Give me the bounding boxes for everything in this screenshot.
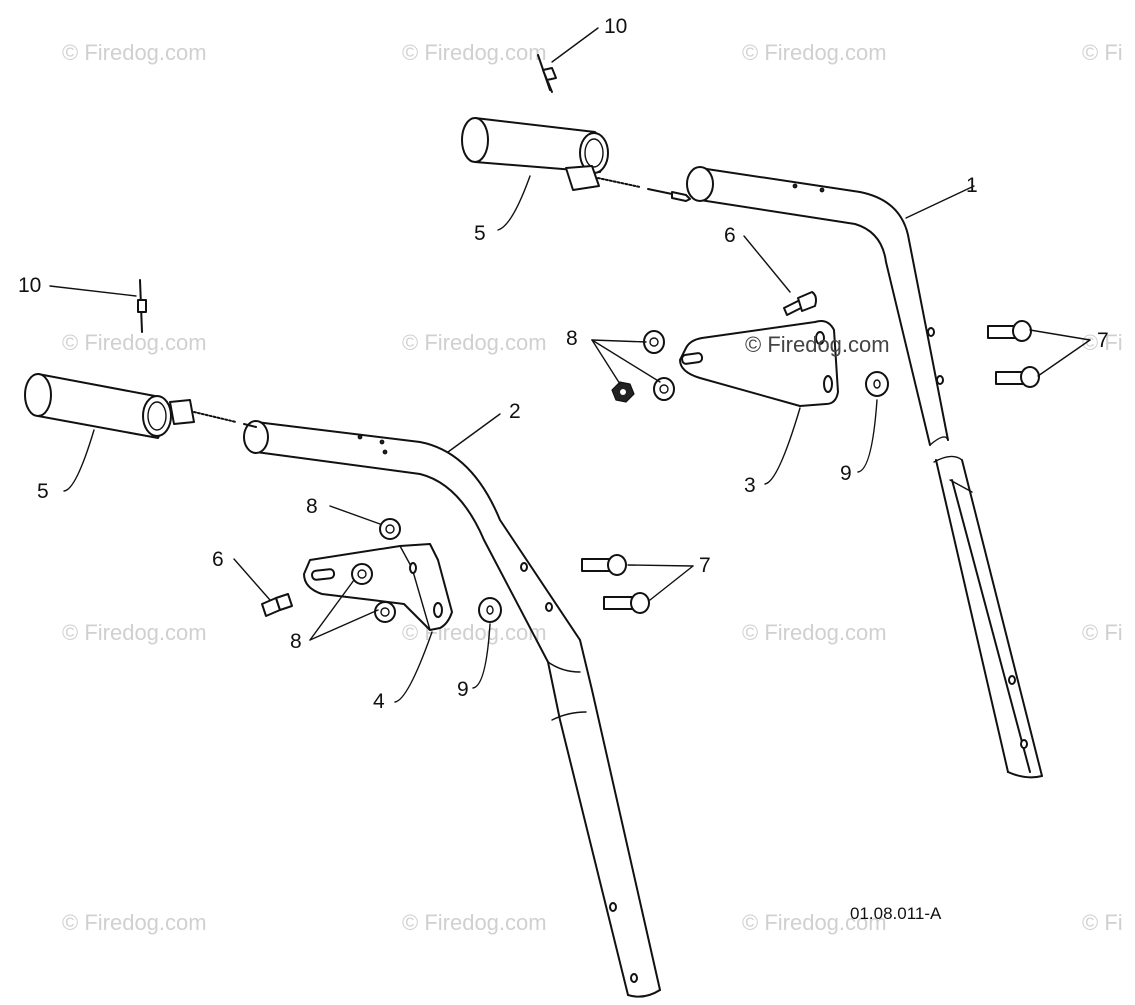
callout-1: 1: [966, 174, 978, 197]
callout-4: 4: [373, 690, 385, 713]
callout-7: 7: [1097, 329, 1109, 352]
callout-8: 8: [290, 630, 302, 653]
lower-washer: [478, 597, 502, 623]
watermark: © Fi: [1082, 910, 1123, 935]
watermark: © Fi: [1082, 40, 1123, 65]
callout-7: 7: [699, 554, 711, 577]
lower-handle-tube: [243, 420, 661, 998]
watermark: © Fi: [1082, 620, 1123, 645]
watermark: © Firedog.com: [402, 330, 547, 355]
leader-lines: [49, 27, 1091, 703]
watermark: © Firedog.com: [62, 910, 207, 935]
lower-bolts: [581, 554, 650, 614]
callout-9: 9: [457, 678, 469, 701]
watermark: © Firedog.com: [402, 40, 547, 65]
upper-pin: [537, 54, 557, 93]
drawing-number: 01.08.011-A: [850, 904, 942, 923]
callout-8: 8: [566, 327, 578, 350]
callout-3: 3: [744, 474, 756, 497]
watermark-center: © Firedog.com: [745, 332, 890, 357]
callout-9: 9: [840, 462, 852, 485]
lower-bracket: [303, 543, 453, 631]
watermark: © Fi: [1082, 330, 1123, 355]
upper-handle-tube: [686, 166, 1043, 779]
upper-grip: [461, 117, 691, 202]
upper-nuts: [611, 330, 675, 403]
watermark: © Firedog.com: [62, 620, 207, 645]
callout-5: 5: [474, 222, 486, 245]
watermark: © Firedog.com: [742, 40, 887, 65]
callout-6: 6: [212, 548, 224, 571]
lower-screw: [261, 593, 293, 617]
upper-screw: [783, 291, 817, 316]
watermark: © Firedog.com: [62, 330, 207, 355]
upper-bolts: [987, 320, 1040, 388]
lower-pin: [137, 279, 147, 333]
upper-washer: [865, 371, 889, 397]
callout-2: 2: [509, 400, 521, 423]
callout-6: 6: [724, 224, 736, 247]
watermark-layer: © Firedog.com © Firedog.com © Firedog.co…: [62, 40, 1123, 935]
watermark: © Firedog.com: [742, 910, 887, 935]
watermark: © Firedog.com: [62, 40, 207, 65]
watermark: © Firedog.com: [742, 620, 887, 645]
callout-labels: 10 1 5 6 8 7 3 9 10 2 5 8 6 7 8 4 9: [18, 15, 1109, 713]
callout-10: 10: [18, 274, 41, 297]
callout-8: 8: [306, 495, 318, 518]
callout-10: 10: [604, 15, 627, 38]
callout-5: 5: [37, 480, 49, 503]
upper-bracket: [679, 320, 839, 407]
watermark: © Firedog.com: [402, 910, 547, 935]
lower-nuts: [351, 518, 401, 623]
lower-grip: [24, 373, 257, 439]
